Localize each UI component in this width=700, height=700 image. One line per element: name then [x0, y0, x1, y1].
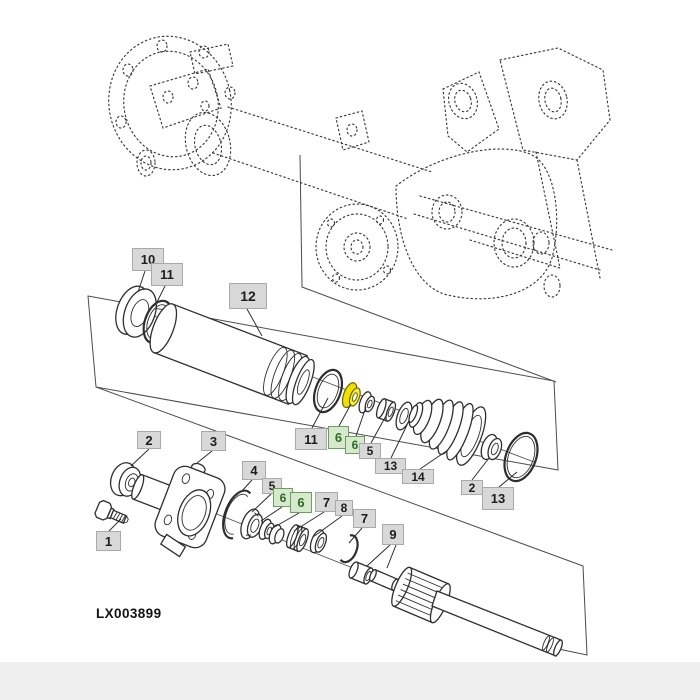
part-label-14[interactable]: 14 [402, 469, 434, 484]
part-label-2-middle[interactable]: 2 [461, 480, 483, 495]
part-bolt-1 [94, 499, 129, 525]
part-shaft-12 [149, 303, 315, 406]
part-label-13-middle[interactable]: 13 [375, 458, 406, 474]
part-label-4[interactable]: 4 [242, 461, 266, 480]
part-label-11-upper[interactable]: 11 [151, 263, 183, 286]
middle-exploded-view [115, 285, 539, 483]
part-shaft-9-long-shaft [431, 590, 563, 657]
section-panel [299, 154, 557, 383]
part-label-6-bottom-a[interactable]: 6 [273, 488, 293, 507]
leader-lines [108, 270, 518, 569]
part-ring-7-bottom-a [285, 524, 309, 553]
part-housing-3 [131, 462, 226, 558]
part-label-1[interactable]: 1 [96, 531, 121, 551]
part-boot-14 [408, 398, 487, 466]
part-shaft-9-neck [369, 568, 399, 592]
bottom-view-frame [95, 386, 588, 656]
part-collar-6-middle [358, 391, 376, 414]
part-label-6-bottom-b[interactable]: 6 [290, 492, 312, 513]
part-seal-10 [115, 285, 157, 338]
part-ring-8 [309, 529, 328, 554]
part-label-12[interactable]: 12 [229, 283, 267, 309]
axle-housing-drawing [108, 35, 613, 300]
part-snap-ring-4 [222, 489, 252, 540]
middle-view-frame [87, 295, 559, 471]
bottom-exploded-view [94, 462, 563, 657]
part-label-7-b[interactable]: 7 [353, 509, 376, 528]
part-shaft-9-splined-hub [391, 566, 451, 624]
part-bearing-5-bottom [240, 508, 263, 540]
part-bushing-5-middle [375, 398, 397, 422]
part-label-11-middle[interactable]: 11 [295, 428, 327, 450]
part-label-9[interactable]: 9 [382, 524, 404, 545]
part-label-5-middle[interactable]: 5 [359, 443, 381, 459]
part-label-8[interactable]: 8 [335, 500, 353, 516]
part-snap-ring-11-right [312, 368, 344, 414]
image-code: LX003899 [96, 606, 162, 621]
part-collar-6-highlighted [341, 382, 361, 409]
footer-strip [0, 662, 700, 700]
part-label-2-bottom[interactable]: 2 [137, 431, 161, 449]
part-bearing-2-middle [480, 433, 503, 461]
part-ring-7-bottom-b [339, 534, 359, 564]
part-label-3[interactable]: 3 [201, 431, 226, 451]
part-oring-13-right [503, 431, 539, 483]
part-label-13-right[interactable]: 13 [482, 487, 514, 510]
